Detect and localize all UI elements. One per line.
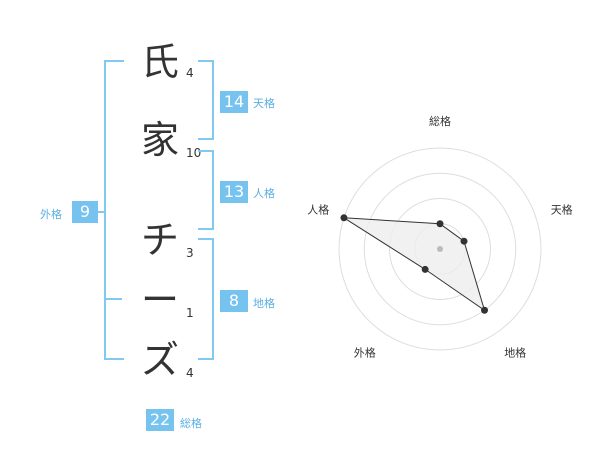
radar-axis-label: 人格 xyxy=(307,202,329,216)
tenkaku-label: 天格 xyxy=(253,97,275,110)
gaikaku-bracket-tick xyxy=(104,298,122,300)
gaikaku-label: 外格 xyxy=(40,208,62,221)
name-char-5: ズ xyxy=(140,338,179,382)
jinkaku-label: 人格 xyxy=(253,187,275,200)
radar-axis-label: 地格 xyxy=(504,346,526,360)
gaikaku-connector xyxy=(98,211,105,213)
name-char-3: チ xyxy=(140,218,179,262)
stroke-count-1: 4 xyxy=(186,66,194,80)
name-char-2: 家 xyxy=(140,118,179,162)
chikaku-value: 8 xyxy=(220,290,248,312)
radar-point xyxy=(340,214,348,222)
stroke-count-2: 10 xyxy=(186,146,202,160)
radar-point xyxy=(481,306,489,314)
stroke-count-4: 1 xyxy=(186,306,194,320)
radar-axis-label: 外格 xyxy=(354,346,376,360)
radar-ring xyxy=(338,147,542,351)
radar-polygon xyxy=(343,217,486,312)
gaikaku-bracket xyxy=(104,60,124,360)
chikaku-bracket xyxy=(198,238,214,360)
soukaku-value: 22 xyxy=(146,409,174,431)
radar-point xyxy=(460,237,468,245)
radar-axis-label: 天格 xyxy=(551,202,573,216)
radar-point xyxy=(436,220,444,228)
chikaku-label: 地格 xyxy=(253,297,275,310)
stroke-count-3: 3 xyxy=(186,246,194,260)
jinkaku-value: 13 xyxy=(220,181,248,203)
gaikaku-value: 9 xyxy=(72,201,98,223)
name-char-4: ー xyxy=(140,278,179,322)
radar-center xyxy=(437,246,443,252)
radar-axis-label: 総格 xyxy=(429,114,451,128)
radar-ring xyxy=(389,198,491,300)
tenkaku-bracket xyxy=(198,60,214,140)
radar-point xyxy=(421,265,429,273)
jinkaku-bracket xyxy=(198,150,214,230)
stroke-count-5: 4 xyxy=(186,366,194,380)
soukaku-label: 総格 xyxy=(180,417,202,430)
tenkaku-value: 14 xyxy=(220,91,248,113)
radar-ring xyxy=(363,172,517,326)
name-char-1: 氏 xyxy=(140,40,179,84)
